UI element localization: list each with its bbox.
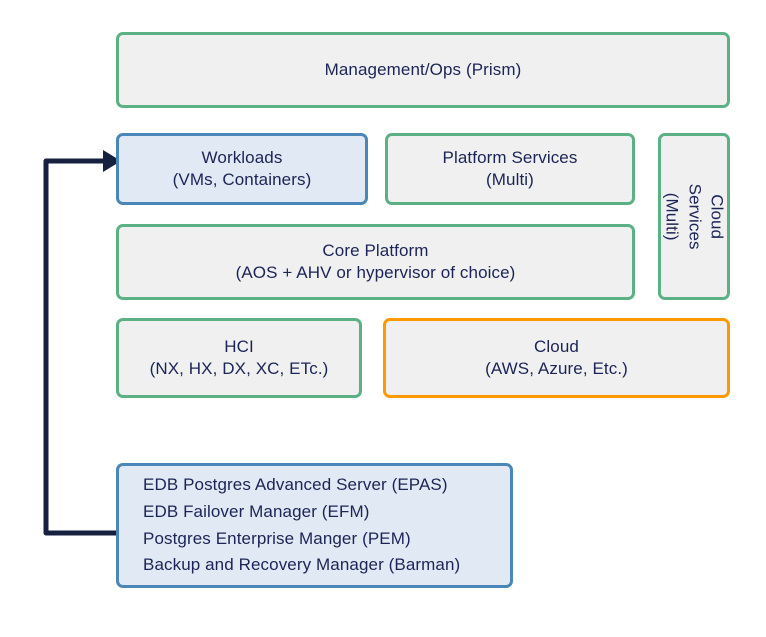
node-workloads-label: Workloads (VMs, Containers) (172, 147, 312, 189)
node-management-ops[interactable]: Management/Ops (Prism) (116, 32, 730, 108)
node-workloads[interactable]: Workloads (VMs, Containers) (116, 133, 368, 205)
node-hci-label: HCI (NX, HX, DX, XC, ETc.) (149, 336, 329, 378)
node-core-platform[interactable]: Core Platform (AOS + AHV or hypervisor o… (116, 224, 635, 300)
node-cloud-services[interactable]: Cloud Services (Multi) (658, 133, 730, 300)
node-cloud[interactable]: Cloud (AWS, Azure, Etc.) (383, 318, 730, 398)
node-hci[interactable]: HCI (NX, HX, DX, XC, ETc.) (116, 318, 362, 398)
node-edb-components-label: EDB Postgres Advanced Server (EPAS) EDB … (143, 474, 461, 575)
node-platform-services[interactable]: Platform Services (Multi) (385, 133, 635, 205)
node-edb-components[interactable]: EDB Postgres Advanced Server (EPAS) EDB … (116, 463, 513, 588)
node-management-ops-label: Management/Ops (Prism) (324, 59, 522, 79)
node-cloud-label: Cloud (AWS, Azure, Etc.) (485, 336, 628, 378)
node-platform-services-label: Platform Services (Multi) (442, 147, 578, 189)
node-cloud-services-label: Cloud Services (Multi) (662, 183, 727, 250)
node-core-platform-label: Core Platform (AOS + AHV or hypervisor o… (235, 240, 516, 282)
arrow-head-right-icon (103, 150, 121, 172)
